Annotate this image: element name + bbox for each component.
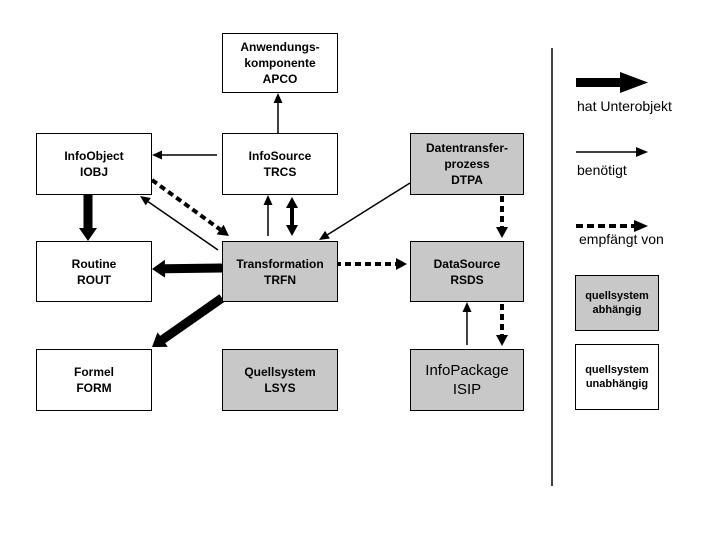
legend-source-dependent-box: quellsystem abhängig — [575, 275, 659, 331]
node-apco-line-3: APCO — [262, 72, 298, 86]
node-trfn-line-2: TRFN — [264, 272, 296, 287]
legend-requires-label: benötigt — [577, 162, 627, 178]
legend-source-dependent-line-2: abhängig — [592, 304, 642, 316]
node-rout-line-1: Routine — [71, 256, 117, 271]
legend-source-independent-box: quellsystem unabhängig — [575, 344, 659, 410]
edge-trfn-to-trcs-receives-from — [286, 197, 298, 220]
node-dtpa-line-2: prozess — [444, 157, 490, 171]
legend-source-independent-line-1: quellsystem — [585, 364, 649, 376]
edge-dtpa-to-trfn-requires — [319, 182, 411, 240]
edge-rsds-to-isip-receives-from — [496, 304, 508, 346]
edge-iobj-to-rout-has-subobject — [79, 195, 97, 241]
node-form-line-1: Formel — [73, 365, 114, 379]
node-lsys-line-1: Quellsystem — [244, 365, 316, 379]
node-dtpa-line-1: Datentransfer- — [425, 141, 509, 155]
node-apco-line-1: Anwendungs- — [240, 40, 320, 54]
edge-trfn-to-rsds-receives-from — [335, 258, 407, 270]
edge-trcs-to-trfn-receives-from — [286, 210, 298, 236]
node-iobj-line-2: IOBJ — [79, 165, 108, 179]
edge-isip-to-rsds-requires — [462, 302, 472, 345]
edge-iobj-to-trfn-receives-from — [150, 178, 229, 236]
node-iobj-line-1: InfoObject — [64, 149, 124, 163]
edge-dtpa-to-rsds-receives-from — [496, 196, 508, 238]
node-dtpa-line-3: DTPA — [451, 173, 483, 187]
edge-trcs-to-iobj-requires — [152, 150, 217, 160]
legend-source-independent-line-2: unabhängig — [585, 378, 649, 390]
node-lsys-line-2: LSYS — [264, 381, 296, 395]
legend-receives-from-label: empfängt von — [579, 231, 664, 247]
node-rsds-line-2: RSDS — [450, 272, 484, 287]
node-trcs-line-1: InfoSource — [248, 149, 312, 163]
node-trcs-line-2: TRCS — [263, 165, 297, 179]
legend-has-subobject-label: hat Unterobjekt — [577, 98, 672, 114]
edge-trfn-to-rout-has-subobject — [152, 259, 223, 278]
node-rsds-line-1: DataSource — [433, 256, 501, 271]
node-form-line-2: FORM — [76, 381, 112, 395]
legend-dashed-arrow — [576, 220, 648, 232]
node-isip-line-2: ISIP — [452, 381, 482, 398]
edge-trfn-to-form-has-subobject — [152, 294, 225, 347]
node-apco-line-2: komponente — [244, 56, 316, 70]
node-rout-line-2: ROUT — [77, 272, 111, 287]
legend-thick-arrow — [576, 72, 648, 93]
edge-trfn-to-iobj-requires — [140, 196, 219, 251]
node-isip-line-1: InfoPackage — [425, 362, 509, 379]
legend-thin-arrow — [576, 147, 648, 157]
edge-trfn-to-trcs-requires — [263, 195, 273, 236]
edge-trcs-to-apco-requires — [273, 93, 283, 133]
node-trfn-line-1: Transformation — [236, 256, 324, 271]
legend-source-dependent-line-1: quellsystem — [585, 290, 649, 302]
